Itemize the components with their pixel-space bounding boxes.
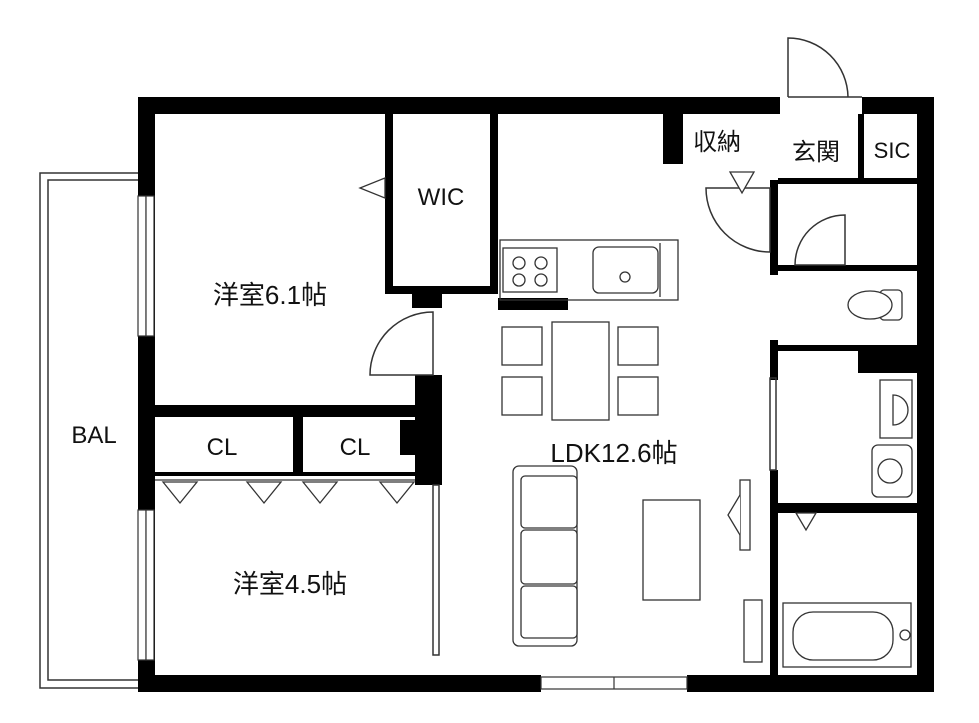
label-sic: SIC	[874, 138, 911, 163]
label-bedroom-large: 洋室6.1帖	[213, 280, 327, 310]
dining-set	[501, 321, 659, 421]
label-ldk: LDK12.6帖	[550, 438, 677, 468]
label-closet-1: CL	[207, 434, 238, 461]
sofa	[512, 465, 578, 647]
window-bottom	[540, 676, 688, 690]
label-wic: WIC	[418, 184, 465, 211]
toilet	[847, 289, 903, 321]
washing-machine	[871, 444, 913, 498]
interior-walls	[155, 114, 917, 675]
door-markers	[161, 171, 818, 532]
label-entrance: 玄関	[792, 139, 840, 166]
label-closet-2: CL	[340, 434, 371, 461]
tv	[727, 479, 763, 663]
bathtub	[782, 602, 912, 668]
coffee-table	[642, 499, 701, 601]
washbasin	[879, 379, 913, 439]
label-storage: 収納	[693, 129, 741, 156]
label-bedroom-small: 洋室4.5帖	[233, 569, 347, 599]
doors	[369, 37, 862, 656]
label-balcony: BAL	[71, 422, 116, 449]
window-left	[137, 195, 155, 661]
balcony	[39, 172, 138, 689]
kitchen	[499, 239, 679, 301]
